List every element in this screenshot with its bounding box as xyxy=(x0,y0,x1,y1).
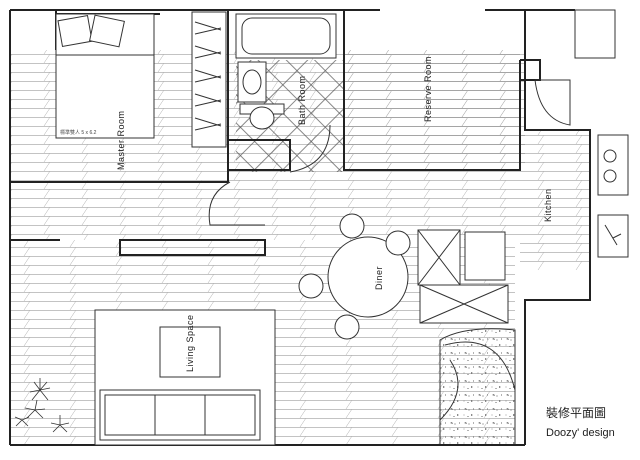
wardrobe xyxy=(191,11,227,148)
cabinets xyxy=(417,229,509,324)
dining-set xyxy=(298,213,411,340)
bed xyxy=(55,13,155,139)
room-label-kitchen: Kitchen xyxy=(543,188,553,222)
kitchen-fixtures xyxy=(597,134,629,258)
bathroom-fixtures xyxy=(235,13,337,130)
living-furniture xyxy=(94,309,276,446)
room-label-master: Master Room xyxy=(116,110,126,170)
plant-icon xyxy=(14,378,70,433)
room-label-bath: Bath Room xyxy=(297,75,307,125)
room-label-reserve: Reserve Room xyxy=(423,56,433,122)
drawing-title: 裝修平面圖 xyxy=(546,405,606,420)
doors xyxy=(208,79,571,421)
brand-label: Doozy' design xyxy=(546,427,615,439)
bed-note: 標準雙人 5 x 6.2 xyxy=(60,129,97,136)
room-label-living: Living Space xyxy=(185,314,195,372)
room-label-diner: Diner xyxy=(374,266,384,290)
